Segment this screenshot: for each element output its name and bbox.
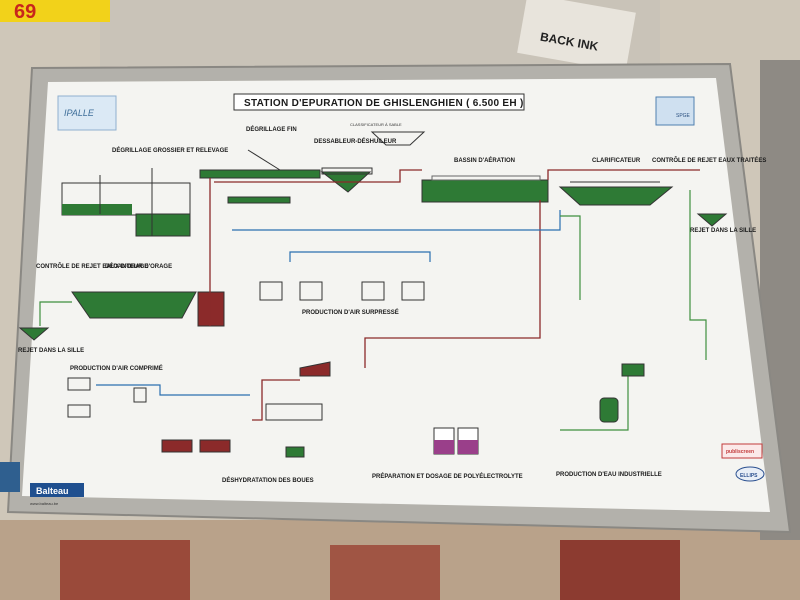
label-deshydratation: DÉSHYDRATATION DES BOUES (222, 476, 314, 484)
left-brand-badge (0, 462, 20, 492)
aeration-basin (421, 175, 549, 203)
label-rejet-right: REJET DANS LA SILLE (690, 228, 756, 234)
label-polyelectrolyte: PRÉPARATION ET DOSAGE DE POLYÉLECTROLYTE (372, 472, 523, 480)
ellips-logo (735, 466, 765, 482)
red-tile-right (560, 540, 680, 600)
poster-title: STATION D'EPURATION DE GHISLENGHIEN ( 6.… (244, 98, 524, 109)
publiscreen-text: publiscreen (726, 449, 754, 455)
ipalle-logo (57, 95, 117, 131)
spge-logo-text: SPGE (676, 113, 691, 119)
balteau-logo (30, 483, 84, 497)
label-eau-industrielle: PRODUCTION D'EAU INDUSTRIELLE (556, 472, 662, 478)
balteau-url: www.balteau.be (30, 501, 59, 506)
spge-logo (655, 96, 695, 126)
industrial-water (599, 363, 645, 423)
title-box (233, 93, 525, 111)
red-tile (60, 540, 190, 600)
ipalle-logo-text: IPALLE (64, 108, 95, 118)
label-degrillage-fin: DÉGRILLAGE FIN (246, 125, 297, 133)
label-air-comprime: PRODUCTION D'AIR COMPRIMÉ (70, 364, 163, 372)
rejet-basin-left (18, 327, 50, 341)
rejet-basin-right (696, 213, 728, 227)
polyelectrolyte-tanks (433, 427, 479, 455)
balteau-logo-text: Balteau (36, 486, 69, 496)
label-dessableur: DESSABLEUR-DÉSHUILEUR (314, 137, 397, 145)
pipes-green (39, 190, 707, 431)
decanteur-orage-tank (71, 291, 225, 327)
sticker-text: 69 (14, 1, 36, 23)
sludge-equipment (161, 361, 331, 458)
label-decanteur-orage: DÉCANTEUR D'ORAGE (105, 262, 172, 270)
degrillage-tank (61, 168, 191, 237)
label-air-surpresse: PRODUCTION D'AIR SURPRESSÉ (302, 308, 399, 316)
back-ink-box: BACK INK (517, 0, 636, 72)
yellow-sticker (0, 0, 110, 22)
degrillage-fin-channel (199, 149, 321, 204)
pipes-blue (96, 210, 561, 396)
air-blowers (259, 281, 425, 301)
label-controle-orage: CONTRÔLE DE REJET EAUX D'ORAGE (36, 262, 148, 270)
label-bassin-aeration: BASSIN D'AÉRATION (454, 156, 515, 164)
label-controle-traitees: CONTRÔLE DE REJET EAUX TRAITÉES (652, 156, 766, 164)
pipes-red (209, 169, 700, 421)
compressors (67, 377, 147, 418)
publiscreen-badge (721, 443, 763, 459)
ellips-logo-text: ELLIPS (740, 473, 758, 479)
label-clarificateur: CLARIFICATEUR (592, 158, 641, 164)
label-classificateur: CLASSIFICATEUR À SABLE (350, 122, 402, 127)
red-tile-mid (330, 545, 440, 600)
label-degrillage-grossier: DÉGRILLAGE GROSSIER ET RELEVAGE (112, 146, 228, 154)
clarifier-tank (558, 181, 674, 206)
label-rejet-left: REJET DANS LA SILLE (18, 348, 84, 354)
